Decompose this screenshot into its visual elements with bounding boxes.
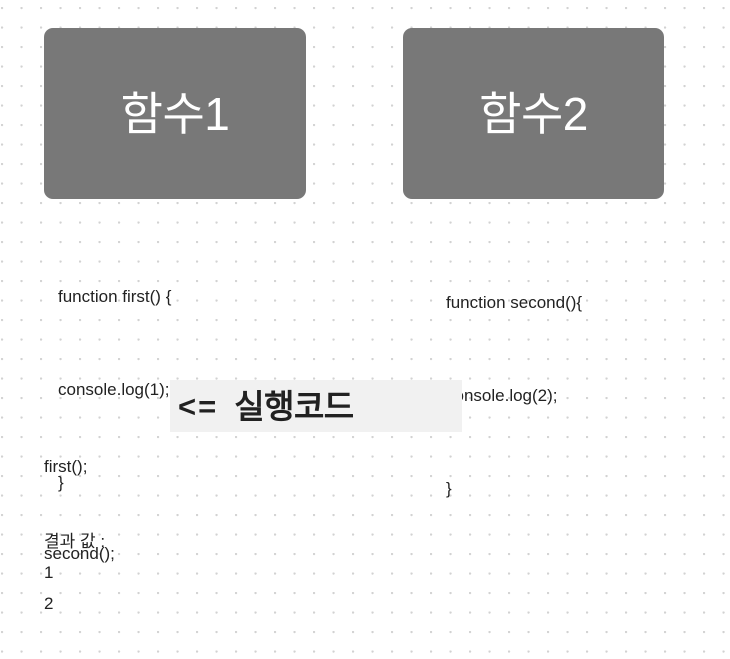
code-block-first: function first() { console.log(1); } [58,219,171,560]
function-card-second-title: 함수2 [479,87,588,140]
code-block-second: function second(){ console.log(2); } [446,225,582,566]
execution-code-callout: <= 실행코드 [170,380,462,432]
code-line: function second(){ [446,293,583,312]
runner-code-line: second(); [44,544,115,563]
code-line: } [58,473,64,492]
runner-code-line: first(); [44,457,88,476]
function-card-first-title: 함수1 [120,87,230,140]
code-line: } [446,479,452,498]
code-line: console.log(2); [446,386,558,405]
left-arrow-icon: <= [178,388,219,424]
result-value: 2 [44,594,54,613]
function-card-second[interactable]: 함수2 [403,28,664,199]
result-output-block: 결과 값 : 1 2 [44,526,105,619]
function-card-first[interactable]: 함수1 [44,28,306,199]
result-value: 1 [44,563,54,582]
execution-code-label: 실행코드 [234,387,354,425]
runner-code-block: first(); second(); [44,394,115,626]
code-line: console.log(1); [58,380,170,399]
result-label: 결과 값 : [44,532,106,551]
code-line: function first() { [58,287,172,306]
